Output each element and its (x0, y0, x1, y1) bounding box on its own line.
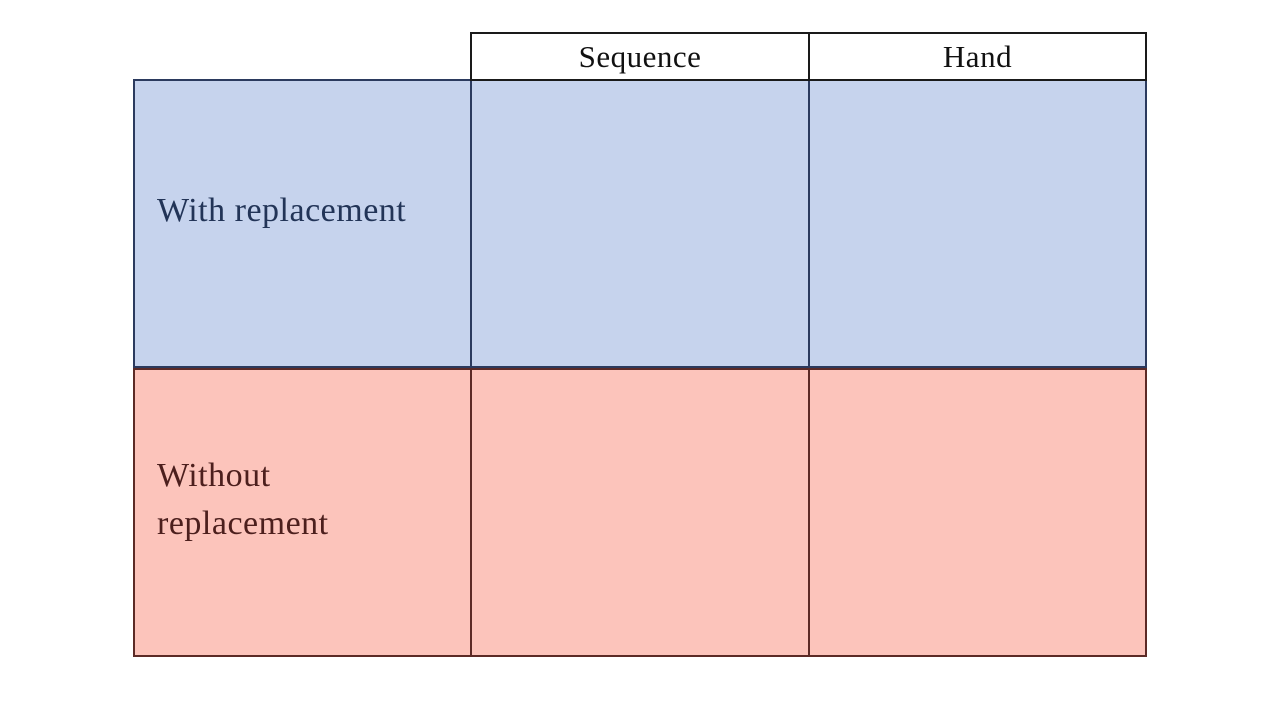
row-without-replacement: Without replacement (133, 368, 1147, 657)
row-header-cell: With replacement (135, 81, 470, 366)
cell-without-replacement-sequence (470, 370, 808, 655)
row-with-replacement: With replacement (133, 79, 1147, 368)
column-header-hand: Hand (808, 34, 1145, 79)
cell-with-replacement-sequence (470, 81, 808, 366)
cell-with-replacement-hand (808, 81, 1145, 366)
row-label-without-replacement: Without replacement (157, 456, 329, 542)
row-header-cell: Without replacement (135, 370, 470, 655)
cell-without-replacement-hand (808, 370, 1145, 655)
column-header-sequence: Sequence (578, 38, 702, 74)
row-label-with-replacement: With replacement (157, 191, 407, 229)
table-header-row: Sequence Hand (470, 32, 1147, 81)
